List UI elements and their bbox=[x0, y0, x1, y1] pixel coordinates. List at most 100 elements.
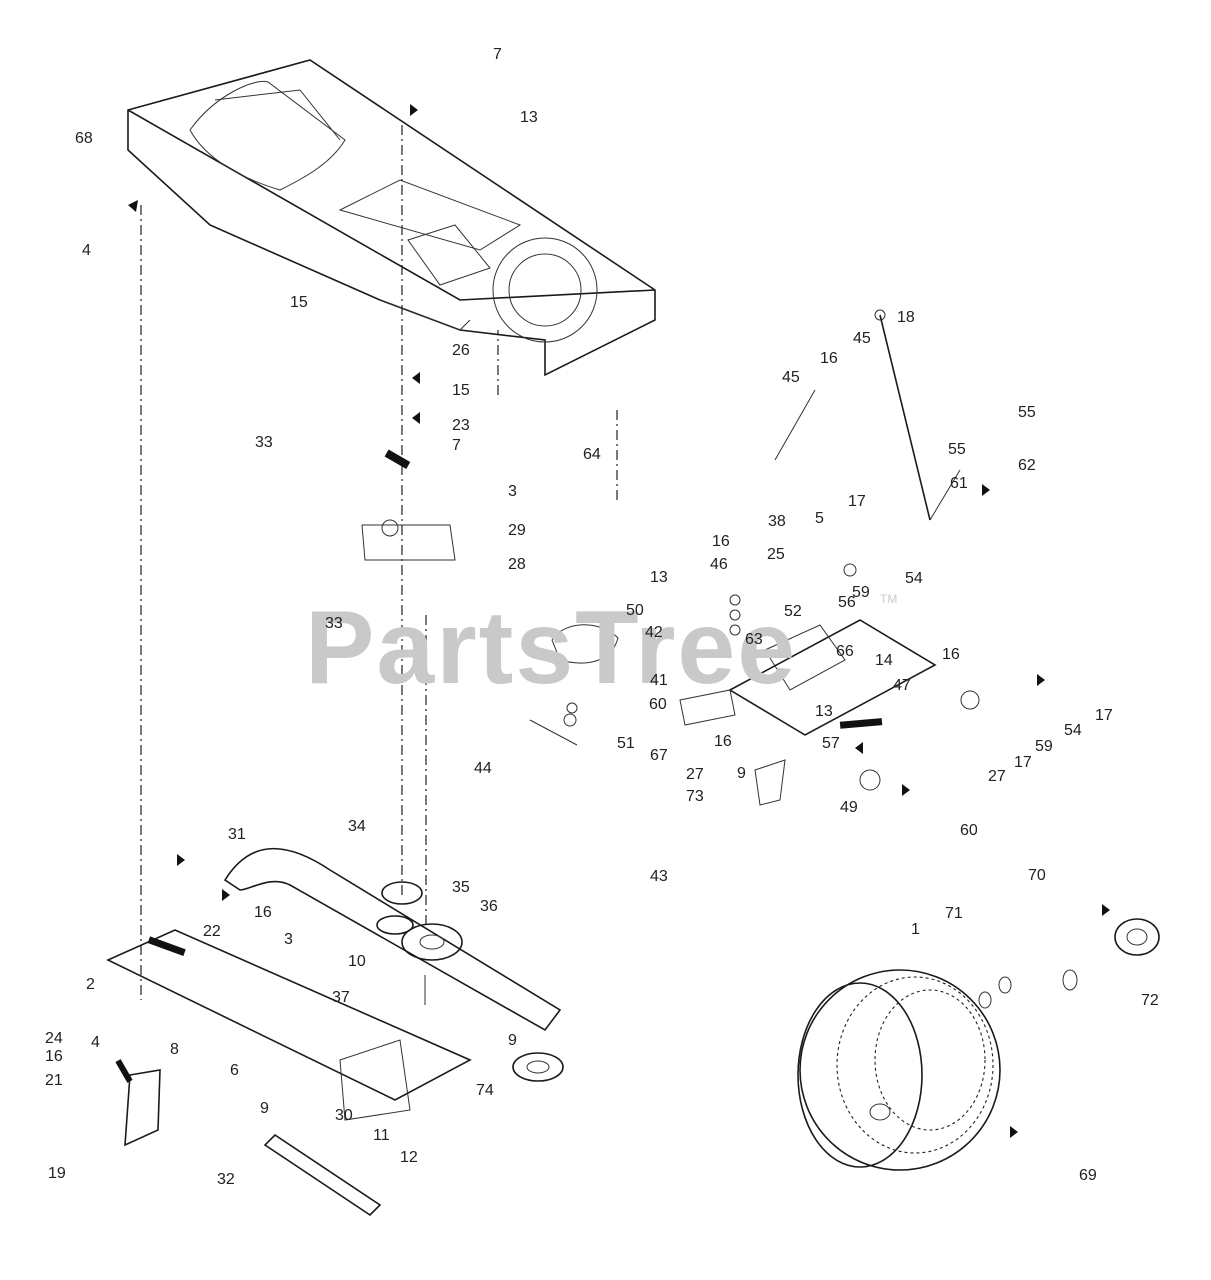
callout-label: 71 bbox=[945, 905, 963, 922]
frame-part bbox=[127, 59, 656, 377]
callout-label: 46 bbox=[710, 556, 728, 573]
callout-label: 49 bbox=[840, 799, 858, 816]
callout-label: 47 bbox=[893, 677, 911, 694]
callout-label: 45 bbox=[782, 369, 800, 386]
callout-label: 10 bbox=[348, 953, 366, 970]
callout-label: 2 bbox=[86, 976, 95, 993]
callout-label: 34 bbox=[348, 818, 366, 835]
callout-label: 15 bbox=[452, 382, 470, 399]
callout-label: 12 bbox=[400, 1149, 418, 1166]
callout-label: 56 bbox=[838, 594, 856, 611]
callout-label: 60 bbox=[649, 696, 667, 713]
callout-label: 16 bbox=[942, 646, 960, 663]
callout-label: 32 bbox=[217, 1171, 235, 1188]
callout-label: 74 bbox=[476, 1082, 494, 1099]
callout-label: 55 bbox=[948, 441, 966, 458]
callout-label: 45 bbox=[853, 330, 871, 347]
callout-label: 16 bbox=[712, 533, 730, 550]
callout-label: 17 bbox=[848, 493, 866, 510]
callout-label: 38 bbox=[768, 513, 786, 530]
callout-label: 4 bbox=[91, 1034, 100, 1051]
callout-label: 64 bbox=[583, 446, 601, 463]
callout-label: 13 bbox=[815, 703, 833, 720]
callout-label: 37 bbox=[332, 989, 350, 1006]
callout-label: 27 bbox=[686, 766, 704, 783]
watermark: PartsTree TM bbox=[305, 590, 897, 706]
callout-labels: 7 13 68 4 15 26 15 33 23 7 64 3 29 28 33… bbox=[45, 46, 1159, 1188]
callout-label: 57 bbox=[822, 735, 840, 752]
callout-label: 60 bbox=[960, 822, 978, 839]
callout-label: 3 bbox=[284, 931, 293, 948]
callout-label: 1 bbox=[911, 921, 920, 938]
callout-label: 13 bbox=[520, 109, 538, 126]
pointer-arrows bbox=[128, 104, 1110, 1138]
callout-label: 13 bbox=[650, 569, 668, 586]
callout-label: 3 bbox=[508, 483, 517, 500]
callout-label: 16 bbox=[45, 1048, 63, 1065]
callout-label: 7 bbox=[452, 437, 461, 454]
callout-label: 42 bbox=[645, 624, 663, 641]
callout-label: 61 bbox=[950, 475, 968, 492]
callout-label: 17 bbox=[1014, 754, 1032, 771]
callout-label: 7 bbox=[493, 46, 502, 63]
callout-label: 63 bbox=[745, 631, 763, 648]
steering-parts bbox=[361, 449, 619, 727]
callout-label: 62 bbox=[1018, 457, 1036, 474]
callout-label: 54 bbox=[1064, 722, 1082, 739]
callout-label: 21 bbox=[45, 1072, 63, 1089]
callout-label: 28 bbox=[508, 556, 526, 573]
wheel-assembly bbox=[797, 918, 1160, 1171]
callout-label: 54 bbox=[905, 570, 923, 587]
callout-label: 52 bbox=[784, 603, 802, 620]
callout-label: 59 bbox=[852, 584, 870, 601]
callout-label: 72 bbox=[1141, 992, 1159, 1009]
callout-label: 36 bbox=[480, 898, 498, 915]
callout-label: 16 bbox=[714, 733, 732, 750]
callout-label: 4 bbox=[82, 242, 91, 259]
watermark-trademark: TM bbox=[880, 592, 897, 606]
callout-label: 18 bbox=[897, 309, 915, 326]
callout-label: 73 bbox=[686, 788, 704, 805]
callout-label: 35 bbox=[452, 879, 470, 896]
leader-lines bbox=[140, 125, 961, 1000]
callout-label: 16 bbox=[254, 904, 272, 921]
callout-label: 67 bbox=[650, 747, 668, 764]
callout-label: 24 bbox=[45, 1030, 63, 1047]
callout-label: 5 bbox=[815, 510, 824, 527]
callout-label: 33 bbox=[325, 615, 343, 632]
callout-label: 26 bbox=[452, 342, 470, 359]
callout-label: 9 bbox=[508, 1032, 517, 1049]
callout-label: 9 bbox=[260, 1100, 269, 1117]
callout-label: 69 bbox=[1079, 1167, 1097, 1184]
transaxle-assembly bbox=[679, 309, 980, 806]
callout-label: 70 bbox=[1028, 867, 1046, 884]
callout-label: 66 bbox=[836, 643, 854, 660]
callout-label: 43 bbox=[650, 868, 668, 885]
callout-label: 68 bbox=[75, 130, 93, 147]
watermark-text: PartsTree bbox=[305, 590, 797, 706]
callout-label: 29 bbox=[508, 522, 526, 539]
callout-label: 14 bbox=[875, 652, 893, 669]
callout-label: 6 bbox=[230, 1062, 239, 1079]
callout-label: 19 bbox=[48, 1165, 66, 1182]
callout-label: 8 bbox=[170, 1041, 179, 1058]
callout-label: 59 bbox=[1035, 738, 1053, 755]
callout-label: 17 bbox=[1095, 707, 1113, 724]
callout-label: 25 bbox=[767, 546, 785, 563]
callout-label: 15 bbox=[290, 294, 308, 311]
callout-label: 11 bbox=[373, 1127, 390, 1144]
callout-label: 9 bbox=[737, 765, 746, 782]
callout-label: 41 bbox=[650, 672, 668, 689]
callout-label: 27 bbox=[988, 768, 1006, 785]
callout-label: 30 bbox=[335, 1107, 353, 1124]
callout-label: 51 bbox=[617, 735, 635, 752]
callout-label: 31 bbox=[228, 826, 246, 843]
lower-axle-assembly bbox=[106, 847, 564, 1217]
callout-label: 16 bbox=[820, 350, 838, 367]
callout-label: 33 bbox=[255, 434, 273, 451]
callout-label: 55 bbox=[1018, 404, 1036, 421]
callout-label: 50 bbox=[626, 602, 644, 619]
callout-label: 44 bbox=[474, 760, 492, 777]
callout-label: 23 bbox=[452, 417, 470, 434]
